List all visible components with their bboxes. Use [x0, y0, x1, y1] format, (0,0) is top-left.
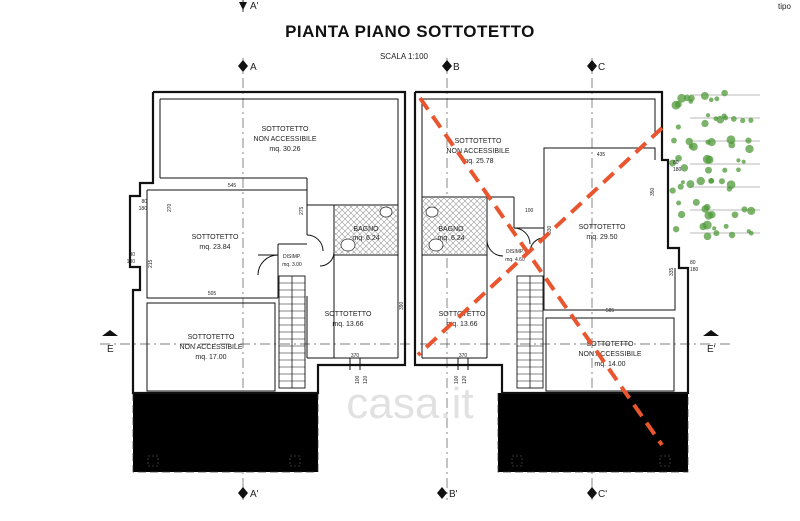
room-left-disimp: DISIMP. mq. 3.00: [282, 254, 302, 268]
room-area: mq. 13.66: [446, 321, 477, 328]
dim-545: 545: [228, 183, 237, 189]
room-right-bagno: BAGNO mq. 6.24: [437, 226, 464, 242]
room-area: mq. 4.60: [505, 257, 525, 263]
watermark: casa.it: [346, 379, 473, 428]
room-area: mq. 29.50: [586, 234, 617, 241]
axis-label-c: C: [598, 62, 605, 73]
climbing-plants: [669, 89, 760, 241]
room-name: SOTTOTETTO: [455, 138, 502, 145]
dim-390: 390: [399, 301, 405, 310]
dim-80-c: 80: [673, 160, 679, 166]
dim-120-br: 120: [462, 375, 468, 384]
dim-180-c: 180: [673, 167, 682, 173]
staircase-left: [278, 275, 306, 389]
axis-label-a: A: [250, 62, 257, 73]
section-marker-e: E: [102, 330, 118, 355]
dim-370-left: 370: [351, 353, 360, 359]
room-name: SOTTOTETTO: [188, 334, 235, 341]
dim-180-d: 180: [690, 267, 699, 273]
room-area: mq. 30.26: [269, 146, 300, 153]
room-name: SOTTOTETTO: [579, 224, 626, 231]
room-name: SOTTOTETTO: [325, 311, 372, 318]
dim-270: 270: [167, 203, 173, 212]
room-left-main: SOTTOTETTO mq. 23.84: [192, 234, 239, 251]
room-area: mq. 13.66: [332, 321, 363, 328]
dim-335: 335: [669, 267, 675, 276]
axis-marker-c: C: [587, 60, 605, 73]
dimension-labels: 545 505 505 435 270 215 275 390 100 330 …: [127, 152, 699, 384]
dim-80-b: 80: [129, 252, 135, 258]
sanitary-fixtures: [340, 206, 444, 252]
room-area: mq. 17.00: [195, 354, 226, 361]
plan-scale: SCALA 1:100: [380, 52, 429, 61]
room-name: BAGNO: [353, 226, 379, 233]
dim-100-bl: 100: [355, 375, 361, 384]
room-name: SOTTOTETTO: [192, 234, 239, 241]
dim-180-b: 180: [127, 259, 136, 265]
room-left-bagno: BAGNO mq. 6.24: [352, 226, 379, 242]
axis-label-a-top: A': [250, 1, 259, 12]
dim-100-br: 100: [454, 375, 460, 384]
room-name: BAGNO: [438, 226, 464, 233]
dim-330: 330: [547, 225, 553, 234]
dim-80-d: 80: [690, 260, 696, 266]
staircase-right: [516, 275, 544, 389]
dim-215: 215: [148, 259, 154, 268]
room-left-na-bottom: SOTTOTETTO NON ACCESSIBILE mq. 17.00: [179, 334, 242, 361]
axis-label-b-bottom: B': [449, 489, 458, 500]
room-name: SOTTOTETTO: [587, 341, 634, 348]
room-note: NON ACCESSIBILE: [578, 351, 641, 358]
room-left-na-top: SOTTOTETTO NON ACCESSIBILE mq. 30.26: [253, 126, 316, 153]
room-area: mq. 23.84: [199, 244, 230, 251]
section-marker-e-prime: E': [703, 330, 719, 355]
room-area: mq. 6.24: [437, 235, 464, 242]
dim-80-a: 80: [141, 199, 147, 205]
room-note: NON ACCESSIBILE: [179, 344, 242, 351]
axis-label-e-prime: E': [707, 344, 716, 355]
dim-370-right: 370: [459, 353, 468, 359]
section-marker-a-top: A': [239, 0, 259, 12]
axis-marker-b: B: [442, 60, 460, 73]
axis-marker-c-bottom: C': [587, 487, 607, 500]
dim-505-left: 505: [208, 291, 217, 297]
room-area: mq. 25.78: [462, 158, 493, 165]
dim-505-right: 505: [606, 308, 615, 314]
axis-label-e: E: [107, 344, 114, 355]
room-name: SOTTOTETTO: [262, 126, 309, 133]
dim-180-a: 180: [139, 206, 148, 212]
dim-435: 435: [597, 152, 606, 158]
axis-marker-a: A: [238, 60, 257, 73]
dim-275: 275: [299, 206, 305, 215]
room-name: DISIMP.: [283, 254, 301, 260]
red-cross-mark: [416, 96, 664, 447]
room-note: NON ACCESSIBILE: [253, 136, 316, 143]
corner-label: tipo: [778, 2, 791, 11]
window-marks: [349, 358, 469, 370]
room-right-disimp: DISIMP. mq. 4.60: [505, 249, 525, 263]
axis-label-b: B: [453, 62, 460, 73]
plan-title: PIANTA PIANO SOTTOTETTO: [285, 22, 535, 41]
room-right-na-top: SOTTOTETTO NON ACCESSIBILE mq. 25.78: [446, 138, 509, 165]
room-right-main: SOTTOTETTO mq. 29.50: [579, 224, 626, 241]
dim-120-bl: 120: [363, 375, 369, 384]
axis-label-a-bottom: A': [250, 489, 259, 500]
dim-100: 100: [525, 208, 534, 214]
room-note: NON ACCESSIBILE: [446, 148, 509, 155]
building-walls: [128, 90, 690, 395]
room-area: mq. 14.00: [594, 361, 625, 368]
room-name: DISIMP.: [506, 249, 524, 255]
room-area: mq. 6.24: [352, 235, 379, 242]
room-area: mq. 3.00: [282, 262, 302, 268]
axis-marker-a-bottom: A': [238, 487, 259, 500]
axis-marker-b-bottom: B': [437, 487, 458, 500]
axis-label-c-bottom: C': [598, 489, 607, 500]
room-left-small: SOTTOTETTO mq. 13.66: [325, 311, 372, 328]
room-right-na-bottom: SOTTOTETTO NON ACCESSIBILE mq. 14.00: [578, 341, 641, 368]
dim-350: 350: [650, 187, 656, 196]
